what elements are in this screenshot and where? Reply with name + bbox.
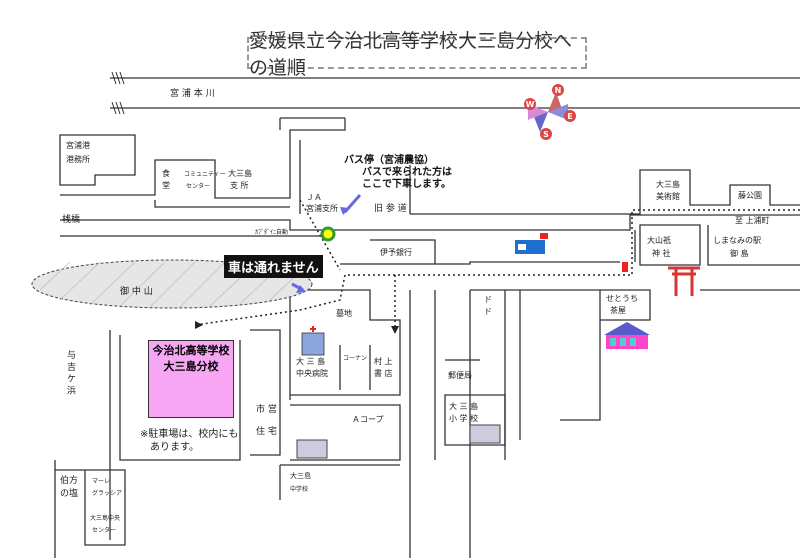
label-setouchi-1: せとうち: [606, 294, 638, 303]
label-sanbashi: 桟橋: [62, 213, 80, 225]
label-ja-2: 宮浦支所: [306, 203, 338, 213]
parking-note-1: ※駐車場は、校内にも: [140, 429, 239, 440]
torii-icon: [668, 266, 700, 296]
label-ichieiju-2: 住 宅: [256, 425, 277, 437]
label-ja-1: ＪＡ: [306, 193, 322, 202]
label-oyamazumi-1: 大山祇: [647, 235, 671, 245]
label-port-2: 港務所: [66, 154, 90, 164]
bus-stop-line2: ここで下車します。: [362, 179, 451, 190]
label-dodo-1: ド: [484, 295, 492, 304]
label-kyu-sando: 旧 参 道: [374, 202, 407, 214]
label-welfare-2: センター: [92, 526, 116, 534]
label-murakami-2: 書 店: [374, 368, 393, 378]
label-murakami-1: 村 上: [374, 356, 393, 366]
label-branch-2: 支 所: [230, 180, 249, 190]
label-museum-2: 美術館: [656, 191, 680, 201]
label-elem-1: 大 三 島: [449, 401, 478, 411]
label-shimanami-1: しまなみの駅: [713, 236, 761, 245]
school-name-2: 大三島分校: [163, 360, 219, 373]
bus-stop-title: バス停（宮浦農協）: [344, 155, 434, 166]
school-name-1: 今治北高等学校: [152, 344, 230, 357]
label-welfare-1: 大三島中央: [90, 514, 120, 522]
label-dodo-2: ド: [484, 307, 492, 316]
label-hakata-2: の塩: [60, 487, 78, 499]
label-gochuzan: 御 中 山: [120, 285, 153, 297]
label-marine-1: マーレ: [92, 478, 110, 485]
school-building-icon-elementary: [469, 424, 501, 444]
road-main-top: [60, 214, 800, 231]
label-ichieiju-1: 市 営: [256, 403, 277, 415]
label-miyaura-hongawa: 宮 浦 本 川: [170, 87, 215, 99]
parking-note: ※駐車場は、校内にも あります。: [140, 428, 250, 454]
label-branch-1: 大三島: [228, 168, 252, 178]
coastline-left: [54, 330, 111, 558]
bank-icon: [515, 233, 548, 254]
parking-note-2: あります。: [150, 442, 199, 453]
label-kabudaini: ｶﾌﾞﾀﾞｲﾆ自動: [255, 228, 288, 236]
label-post: 郵便局: [448, 370, 472, 380]
label-museum-1: 大三島: [656, 179, 680, 189]
bus-stop-icon: [320, 226, 336, 242]
label-hospital-1: 大 三 島: [296, 356, 325, 366]
label-yoshigahama: 与 吉 ケ 浜: [65, 350, 76, 396]
compass-icon: [524, 84, 576, 140]
label-port-1: 宮浦港: [66, 140, 90, 150]
hospital-icon: [301, 326, 325, 356]
label-community-2: センター: [186, 182, 210, 190]
label-hospital-2: 中央病院: [296, 368, 328, 378]
label-kohnan: コーナン: [343, 355, 367, 362]
compass-s: S: [543, 130, 549, 139]
label-marine-2: グラッシア: [92, 489, 122, 497]
label-iyo-bank: 伊予銀行: [380, 247, 412, 257]
block-port: [59, 134, 136, 186]
compass-w: W: [526, 100, 535, 109]
label-community-1: コミュニティー: [184, 171, 226, 178]
label-shokudo-1: 食: [162, 168, 170, 178]
label-bochi: 墓地: [336, 308, 352, 318]
school-block: 今治北高等学校 大三島分校: [148, 340, 234, 418]
bus-stop-note: バス停（宮浦農協） バスで来られた方は ここで下車します。: [344, 155, 452, 191]
bus-stop-line1: バスで来られた方は: [362, 167, 452, 178]
label-fujiko: 藤公園: [738, 190, 762, 200]
teahouse-icon: [604, 322, 650, 349]
label-elem-2: 小 学 校: [449, 413, 478, 423]
compass-e: E: [567, 112, 572, 121]
route-path: [194, 209, 800, 326]
label-setouchi-2: 茶屋: [610, 305, 626, 315]
label-hakata-1: 伯方: [60, 474, 78, 486]
map-title: 愛媛県立今治北高等学校大三島分校への道順: [247, 30, 587, 79]
label-shokudo-2: 堂: [162, 180, 170, 190]
label-jh-2: 中学校: [290, 485, 308, 493]
label-oyamazumi-2: 神 社: [652, 248, 671, 258]
label-acoop: Ａコープ: [352, 415, 384, 424]
school-building-icon-jh: [296, 439, 328, 459]
compass-n: N: [555, 86, 562, 95]
no-cars-notice: 車は通れません: [224, 255, 323, 278]
label-to-kamiura: 至 上浦町: [735, 215, 770, 225]
label-shimanami-2: 御 島: [730, 248, 749, 258]
label-jh-1: 大三島: [290, 471, 311, 480]
